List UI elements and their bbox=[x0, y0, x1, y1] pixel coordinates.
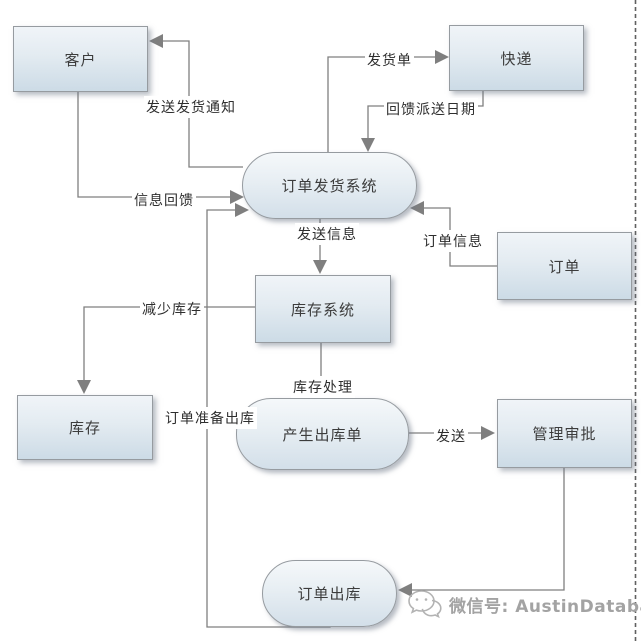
node-order: 订单 bbox=[497, 232, 632, 300]
arrowhead bbox=[77, 380, 91, 394]
node-generate-outbound: 产生出库单 bbox=[236, 398, 409, 470]
arrowhead bbox=[410, 201, 424, 215]
arrowhead bbox=[235, 203, 249, 217]
arrowhead bbox=[398, 583, 412, 597]
node-management-approval-label: 管理审批 bbox=[532, 425, 597, 443]
edge-label-order-ready-outbound: 订单准备出库 bbox=[163, 407, 257, 429]
arrowhead bbox=[435, 50, 449, 64]
edge-label-feedback-delivery-date: 回馈派送日期 bbox=[384, 98, 478, 120]
edge-label-send: 发送 bbox=[434, 425, 468, 447]
node-order-outbound: 订单出库 bbox=[262, 560, 397, 627]
node-inventory: 库存 bbox=[17, 395, 153, 460]
edge-approval-to-outbound bbox=[411, 466, 565, 591]
edge-label-reduce-inventory: 减少库存 bbox=[140, 298, 204, 320]
arrowhead bbox=[230, 190, 244, 204]
node-inventory-label: 库存 bbox=[68, 419, 101, 437]
node-customer: 客户 bbox=[13, 26, 148, 92]
node-courier: 快递 bbox=[449, 25, 584, 91]
edge-label-info-feedback: 信息回馈 bbox=[132, 189, 196, 211]
node-inventory-system: 库存系统 bbox=[255, 275, 391, 343]
watermark: 微信号: AustinDatabases bbox=[407, 588, 641, 620]
node-customer-label: 客户 bbox=[64, 50, 97, 69]
arrowhead bbox=[149, 34, 163, 48]
arrowhead bbox=[361, 138, 375, 152]
node-order-label: 订单 bbox=[548, 257, 581, 276]
node-courier-label: 快递 bbox=[500, 49, 533, 68]
node-generate-outbound-label: 产生出库单 bbox=[282, 425, 363, 444]
edge-label-shipping-slip: 发货单 bbox=[365, 49, 414, 71]
edge-label-send-info: 发送信息 bbox=[295, 223, 359, 245]
edge-label-inventory-processing: 库存处理 bbox=[291, 376, 355, 398]
arrowhead bbox=[313, 260, 327, 274]
arrowhead bbox=[481, 426, 495, 440]
edge-label-order-info: 订单信息 bbox=[421, 230, 485, 252]
watermark-text: 微信号: AustinDatabases bbox=[449, 596, 641, 617]
node-inventory-system-label: 库存系统 bbox=[290, 300, 355, 319]
wechat-icon bbox=[408, 590, 442, 619]
node-management-approval: 管理审批 bbox=[497, 399, 632, 468]
node-shipping-system-label: 订单发货系统 bbox=[281, 177, 378, 195]
node-shipping-system: 订单发货系统 bbox=[242, 152, 417, 219]
node-order-outbound-label: 订单出库 bbox=[297, 585, 362, 603]
edge-label-send-ship-notice: 发送发货通知 bbox=[144, 96, 238, 118]
arrowheads bbox=[77, 34, 495, 597]
